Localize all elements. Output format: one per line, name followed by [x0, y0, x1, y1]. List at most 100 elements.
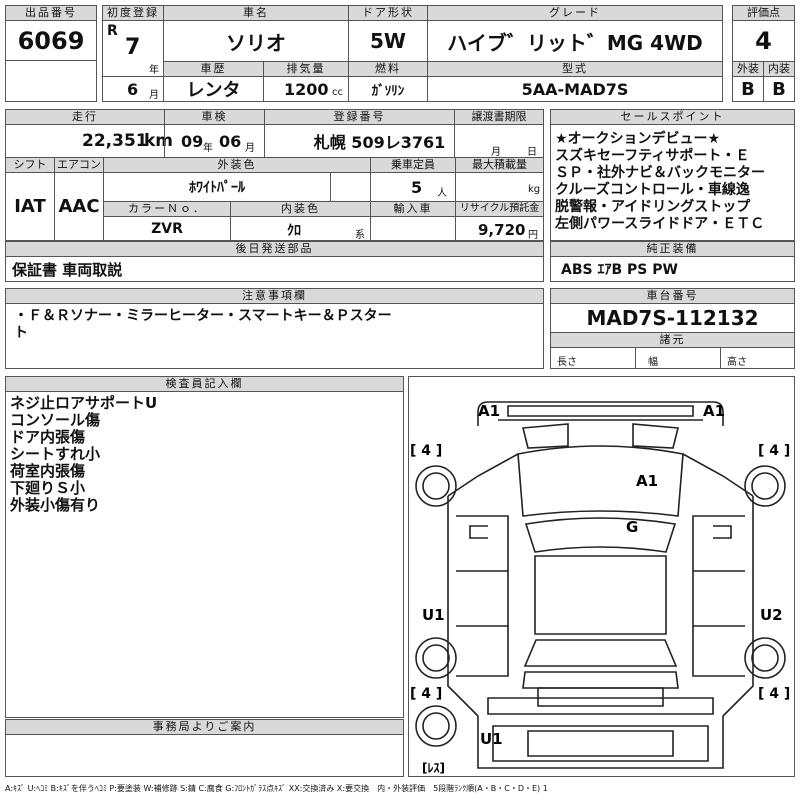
mileage: 22,351	[82, 131, 148, 151]
sales-line: ＳＰ・社外ナビ＆バックモニター	[555, 165, 765, 181]
reg-era: R	[107, 23, 118, 39]
sales-line: 脱警報・アイドリングストップ	[555, 199, 751, 215]
reg-label: 初度登録	[102, 5, 164, 21]
capacity: 5	[411, 178, 423, 197]
office-label: 事務局よりご案内	[5, 719, 404, 735]
inspector-line: 下廻りＳ小	[10, 479, 86, 497]
mark-tire-rear-right: [ 4 ]	[758, 686, 790, 702]
interior-label: 内装色	[230, 201, 371, 217]
color-no: ZVR	[103, 216, 231, 241]
caution-notes: ・Ｆ＆Ｒソナー・ミラーヒーター・スマートキー＆Ｐスター ト	[5, 303, 544, 369]
inspection-box: 09 年 06 月	[164, 124, 265, 158]
recycle-box: 9,720 円	[455, 216, 544, 241]
inspection-month-unit: 月	[245, 143, 255, 154]
door-label: ドア形状	[348, 5, 428, 21]
lot-label: 出品番号	[5, 5, 97, 21]
capacity-label: 乗車定員	[370, 157, 456, 173]
transfer-box: 月 日	[454, 124, 544, 158]
equipment-label: 純正装備	[550, 241, 795, 257]
inspection-month: 06	[219, 132, 242, 151]
model: 5AA-MAD7S	[427, 76, 723, 102]
aircon-label: エアコン	[54, 157, 104, 173]
inspector-label: 検査員記入欄	[5, 376, 404, 392]
shift: IAT	[5, 172, 55, 241]
car-diagram: A1 A1 [ 4 ] [ 4 ] A1 G U1 U2 [ 4 ] [ 4 ]…	[410, 401, 790, 775]
displacement-unit: cc	[332, 87, 343, 98]
mark-u1-rear: U1	[480, 730, 503, 748]
specs-label: 諸元	[550, 332, 795, 348]
office-notes	[5, 734, 404, 777]
equipment: ABS ｴｱB PS PW	[550, 256, 795, 282]
color-no-label: カラーＮｏ．	[103, 201, 231, 217]
displacement: 1200	[284, 80, 329, 99]
spec-width: 幅	[648, 357, 658, 368]
mark-res: [ﾚｽ]	[422, 761, 445, 775]
shift-label: シフト	[5, 157, 55, 173]
mark-a1-front-right: A1	[703, 402, 725, 420]
mark-roof: A1	[636, 472, 658, 490]
exterior-label: 外装色	[103, 157, 371, 173]
reg-month-unit: 月	[149, 90, 159, 101]
score-label: 評価点	[732, 5, 795, 21]
plate-label: 登録番号	[264, 109, 455, 125]
later-parts: 保証書 車両取説	[5, 256, 544, 282]
mileage-label: 走行	[5, 109, 165, 125]
recycle-label: リサイクル預託金	[455, 201, 544, 217]
later-parts-label: 後日発送部品	[5, 241, 544, 257]
exterior-color: ﾎﾜｲﾄﾊﾟｰﾙ	[103, 172, 331, 202]
spec-length-box: 長さ	[550, 347, 636, 369]
mark-u1-left: U1	[422, 606, 445, 624]
inspector-line: ドア内張傷	[10, 428, 86, 446]
max-load-unit: kg	[528, 184, 541, 195]
inspector-line: ネジ止ロアサポートU	[10, 394, 158, 412]
inspector-line: 荷室内張傷	[10, 462, 86, 480]
transfer-label: 譲渡書期限	[454, 109, 544, 125]
lot-blank	[5, 60, 97, 102]
int-score-label: 内装	[763, 61, 795, 77]
car-name: ソリオ	[163, 20, 349, 62]
capacity-box: 5 人	[370, 172, 456, 202]
ext-score: B	[732, 76, 764, 102]
inspector-line: 外装小傷有り	[10, 496, 101, 514]
inspection-year: 09	[181, 132, 204, 151]
spec-width-box: 幅	[635, 347, 721, 369]
reg-year: 7	[125, 35, 141, 60]
sales-points: ★オークションデビュー★ スズキセーフティサポート・Ｅ ＳＰ・社外ナビ＆バックモ…	[550, 124, 795, 241]
import-box	[370, 216, 456, 241]
history-label: 車歴	[163, 61, 264, 77]
grade-label: グレード	[427, 5, 723, 21]
recycle: 9,720	[478, 221, 526, 239]
transfer-day-unit: 日	[527, 147, 537, 158]
reg-year-box: R 7 年	[102, 20, 164, 77]
spec-length: 長さ	[557, 357, 577, 368]
max-load-label: 最大積載量	[455, 157, 544, 173]
inspector-line: コンソール傷	[10, 411, 101, 429]
car-name-label: 車名	[163, 5, 349, 21]
capacity-unit: 人	[437, 188, 447, 199]
fuel-label: 燃料	[348, 61, 428, 77]
legend: A:ｷｽﾞ U:ﾍｺﾐ B:ｷｽﾞを伴うﾍｺﾐ P:要塗装 W:補修跡 S:錆 …	[5, 784, 548, 793]
score: 4	[732, 20, 795, 62]
mark-a1-front-left: A1	[478, 402, 500, 420]
ext-score-label: 外装	[732, 61, 764, 77]
chassis-label: 車台番号	[550, 288, 795, 304]
chassis-number: MAD7S-112132	[550, 303, 795, 333]
spec-height-box: 高さ	[720, 347, 795, 369]
sales-label: セールスポイント	[550, 109, 795, 125]
model-label: 型式	[427, 61, 723, 77]
sales-line: クルーズコントロール・車線逸	[555, 182, 750, 198]
fuel: ｶﾞｿﾘﾝ	[348, 76, 428, 102]
sales-line: 左側パワースライドドア・ＥＴＣ	[555, 216, 765, 232]
displacement-label: 排気量	[263, 61, 349, 77]
interior-unit: 系	[355, 230, 365, 241]
inspector-notes: ネジ止ロアサポートU コンソール傷 ドア内張傷 シートすれ小 荷室内張傷 下廻り…	[5, 391, 404, 718]
displacement-box: 1200 cc	[263, 76, 349, 102]
interior-box: ｸﾛ 系	[230, 216, 371, 241]
transfer-month-unit: 月	[491, 147, 501, 158]
caution-line: ・Ｆ＆Ｒソナー・ミラーヒーター・スマートキー＆Ｐスター	[14, 308, 392, 324]
inspection-year-unit: 年	[203, 143, 213, 154]
history: レンタ	[163, 76, 264, 102]
inspection-label: 車検	[164, 109, 265, 125]
spec-height: 高さ	[727, 357, 747, 368]
damage-diagram-frame	[408, 376, 795, 777]
